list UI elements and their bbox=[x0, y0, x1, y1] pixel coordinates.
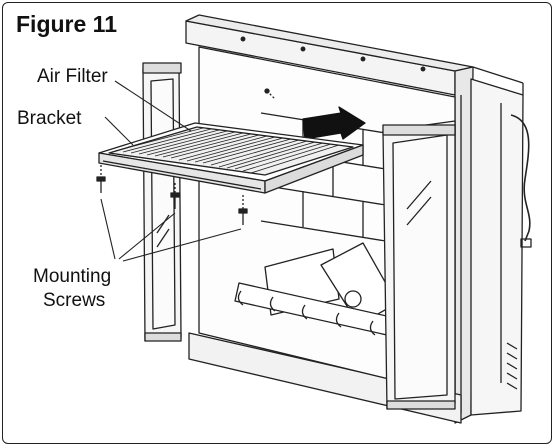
mounting-screws-label-line1: Mounting bbox=[33, 265, 112, 288]
bracket-label: Bracket bbox=[17, 107, 82, 130]
bracket bbox=[98, 144, 364, 194]
leader-lines bbox=[100, 80, 242, 262]
right-door bbox=[382, 120, 456, 410]
mounting-screws-label-line2: Screws bbox=[43, 289, 106, 312]
figure-frame: Figure 11 Air Filter Bracket Mounting Sc… bbox=[2, 2, 552, 444]
air-filter bbox=[98, 122, 364, 182]
air-filter-label: Air Filter bbox=[37, 65, 108, 88]
figure-title: Figure 11 bbox=[16, 11, 117, 37]
fireplace-diagram bbox=[96, 14, 532, 424]
mounting-screws bbox=[96, 88, 276, 225]
